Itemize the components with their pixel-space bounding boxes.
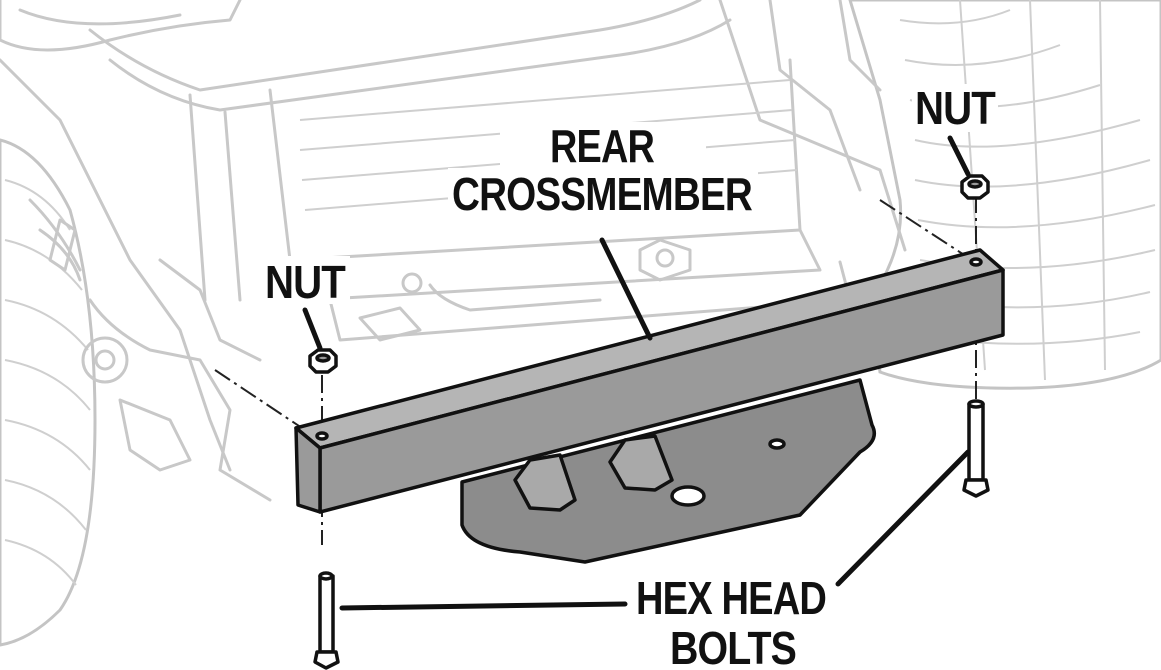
- hitch-plate: [460, 378, 876, 564]
- label-bg-nut-right: [912, 84, 998, 132]
- label-rear-crossmember-line2: CROSSMEMBER: [452, 168, 753, 220]
- label-nut-left: NUT: [265, 256, 346, 308]
- left-rear-tire: [0, 138, 97, 647]
- label-bg-nut-left: [262, 256, 350, 304]
- leader-nut-right: [947, 135, 971, 177]
- leader-nut-left: [302, 307, 323, 351]
- bolt-left-part: [313, 571, 340, 670]
- leader-lines: [302, 135, 971, 611]
- label-bg-hex-head: [630, 572, 830, 620]
- seat: [0, 0, 242, 52]
- label-hex-head-bolts-line1: HEX HEAD: [636, 572, 826, 624]
- callout-labels: NUT REAR CROSSMEMBER NUT HEX HEAD BOLTS: [262, 82, 998, 670]
- nut-right-part: [960, 174, 990, 200]
- label-nut-right: NUT: [915, 82, 996, 134]
- label-hex-head-bolts-line2: BOLTS: [670, 622, 796, 670]
- label-bg-rear: [500, 122, 706, 166]
- rear-frame: [88, 0, 907, 302]
- left-drive-linkage: [0, 58, 272, 502]
- label-bg-crossmember: [448, 168, 758, 216]
- engine-body: [268, 58, 852, 342]
- bolt-right-part: [962, 399, 990, 498]
- leader-bolt-right: [835, 449, 971, 587]
- label-bg-bolts: [666, 622, 802, 670]
- nut-left-part: [308, 348, 338, 374]
- label-rear-crossmember-line1: REAR: [550, 120, 655, 172]
- leader-bolt-left: [339, 601, 628, 611]
- rear-crossmember: [294, 248, 1005, 514]
- leader-rear-crossmember: [599, 237, 653, 341]
